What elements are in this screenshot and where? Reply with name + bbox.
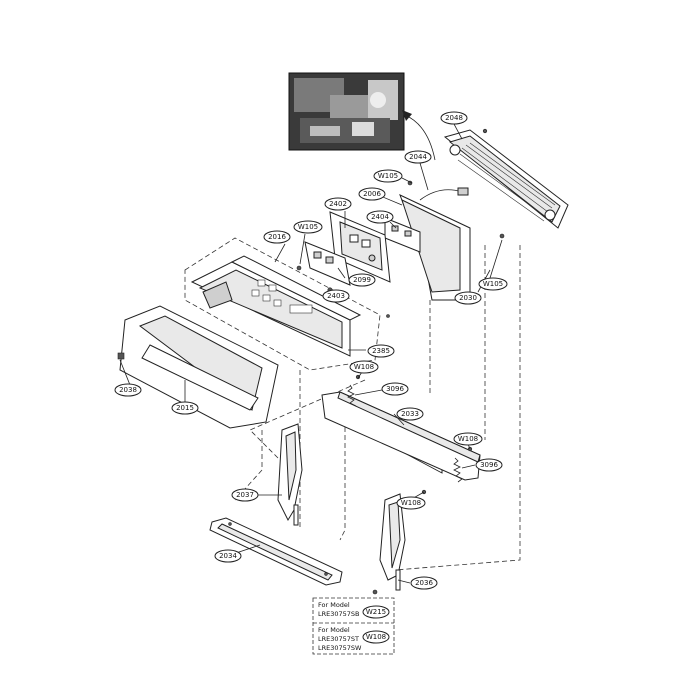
- photo-inset: [288, 72, 405, 151]
- svg-text:W105: W105: [298, 223, 318, 231]
- callout-2016: 2016: [263, 230, 291, 244]
- callout-w108-a: W108: [349, 360, 379, 374]
- callout-2385: 2385: [367, 344, 395, 358]
- callout-2034: 2034: [214, 549, 242, 563]
- callout-2099: 2099: [348, 273, 376, 287]
- callout-w108-b: W108: [453, 432, 483, 446]
- svg-text:W105: W105: [483, 280, 503, 288]
- callout-2402: 2402: [324, 197, 352, 211]
- svg-text:2030: 2030: [459, 294, 477, 302]
- inset-arrow-head: [402, 110, 412, 121]
- note-group1-line2: LRE30757SB: [318, 610, 360, 618]
- callout-2015: 2015: [171, 401, 199, 415]
- callout-2038: 2038: [114, 383, 142, 397]
- callout-2044: 2044: [404, 150, 432, 164]
- svg-text:3096: 3096: [480, 461, 498, 469]
- callout-w105-top: W105: [373, 169, 403, 183]
- side-bracket-left: [277, 423, 303, 526]
- callout-2403: 2403: [322, 289, 350, 303]
- wire-harness: [419, 189, 463, 201]
- note-group1-line1: For Model: [318, 601, 350, 609]
- screw-w105-left: [296, 265, 302, 271]
- spring-right: [453, 457, 463, 483]
- svg-text:W108: W108: [366, 633, 386, 641]
- callout-3096-right: 3096: [475, 458, 503, 472]
- model-note-box: For Model LRE30757SB W215 For Model LRE3…: [312, 597, 395, 655]
- note-group2-line3: LRE30757SW: [318, 644, 362, 652]
- svg-text:2099: 2099: [353, 276, 371, 284]
- svg-text:2016: 2016: [268, 233, 286, 241]
- callout-w105-left: W105: [293, 220, 323, 234]
- svg-text:2404: 2404: [371, 213, 389, 221]
- callout-w108-d: W108: [362, 630, 390, 644]
- leader-lines: [119, 123, 503, 584]
- svg-text:W108: W108: [458, 435, 478, 443]
- rear-vent-cover: [443, 128, 569, 229]
- svg-text:2385: 2385: [372, 347, 390, 355]
- svg-text:2036: 2036: [415, 579, 433, 587]
- screw-w105-right: [499, 233, 505, 239]
- callout-2404: 2404: [366, 210, 394, 224]
- svg-text:2037: 2037: [236, 491, 254, 499]
- svg-text:2048: 2048: [445, 114, 463, 122]
- note-group2-line1: For Model: [318, 626, 350, 634]
- spring-left: [347, 384, 357, 407]
- callout-3096-left: 3096: [381, 382, 409, 396]
- bottom-trim: [209, 517, 343, 586]
- display-board: [304, 241, 351, 286]
- svg-text:2044: 2044: [409, 153, 427, 161]
- callout-w215: W215: [362, 605, 390, 619]
- svg-text:W108: W108: [354, 363, 374, 371]
- callout-w105-right: W105: [478, 277, 508, 291]
- svg-text:2033: 2033: [401, 410, 419, 418]
- callout-2033: 2033: [396, 407, 424, 421]
- control-panel-group-outline: [184, 237, 381, 371]
- svg-text:3096: 3096: [386, 385, 404, 393]
- screw-extra-1: [386, 314, 390, 318]
- svg-text:2403: 2403: [327, 292, 345, 300]
- callout-w108-c: W108: [396, 496, 426, 510]
- svg-text:2006: 2006: [363, 190, 381, 198]
- svg-text:W108: W108: [401, 499, 421, 507]
- svg-text:2015: 2015: [176, 404, 194, 412]
- svg-text:2038: 2038: [119, 386, 137, 394]
- svg-text:2402: 2402: [329, 200, 347, 208]
- callout-2006: 2006: [358, 187, 386, 201]
- svg-text:2034: 2034: [219, 552, 237, 560]
- control-panel-frame: [190, 255, 362, 357]
- wire-connector: [457, 187, 469, 196]
- callout-2030: 2030: [454, 291, 482, 305]
- display-lens: [119, 305, 279, 429]
- lens-clip: [117, 352, 125, 360]
- callout-2048: 2048: [440, 111, 468, 125]
- note-group2-line2: LRE30757ST: [318, 635, 359, 643]
- screw-w215: [372, 589, 378, 595]
- callout-2036: 2036: [410, 576, 438, 590]
- side-bracket-right: [379, 493, 406, 591]
- front-trim: [321, 391, 481, 481]
- relay-board: [384, 217, 421, 253]
- control-board: [329, 211, 391, 283]
- callout-2037: 2037: [231, 488, 259, 502]
- svg-text:W215: W215: [366, 608, 386, 616]
- svg-text:W105: W105: [378, 172, 398, 180]
